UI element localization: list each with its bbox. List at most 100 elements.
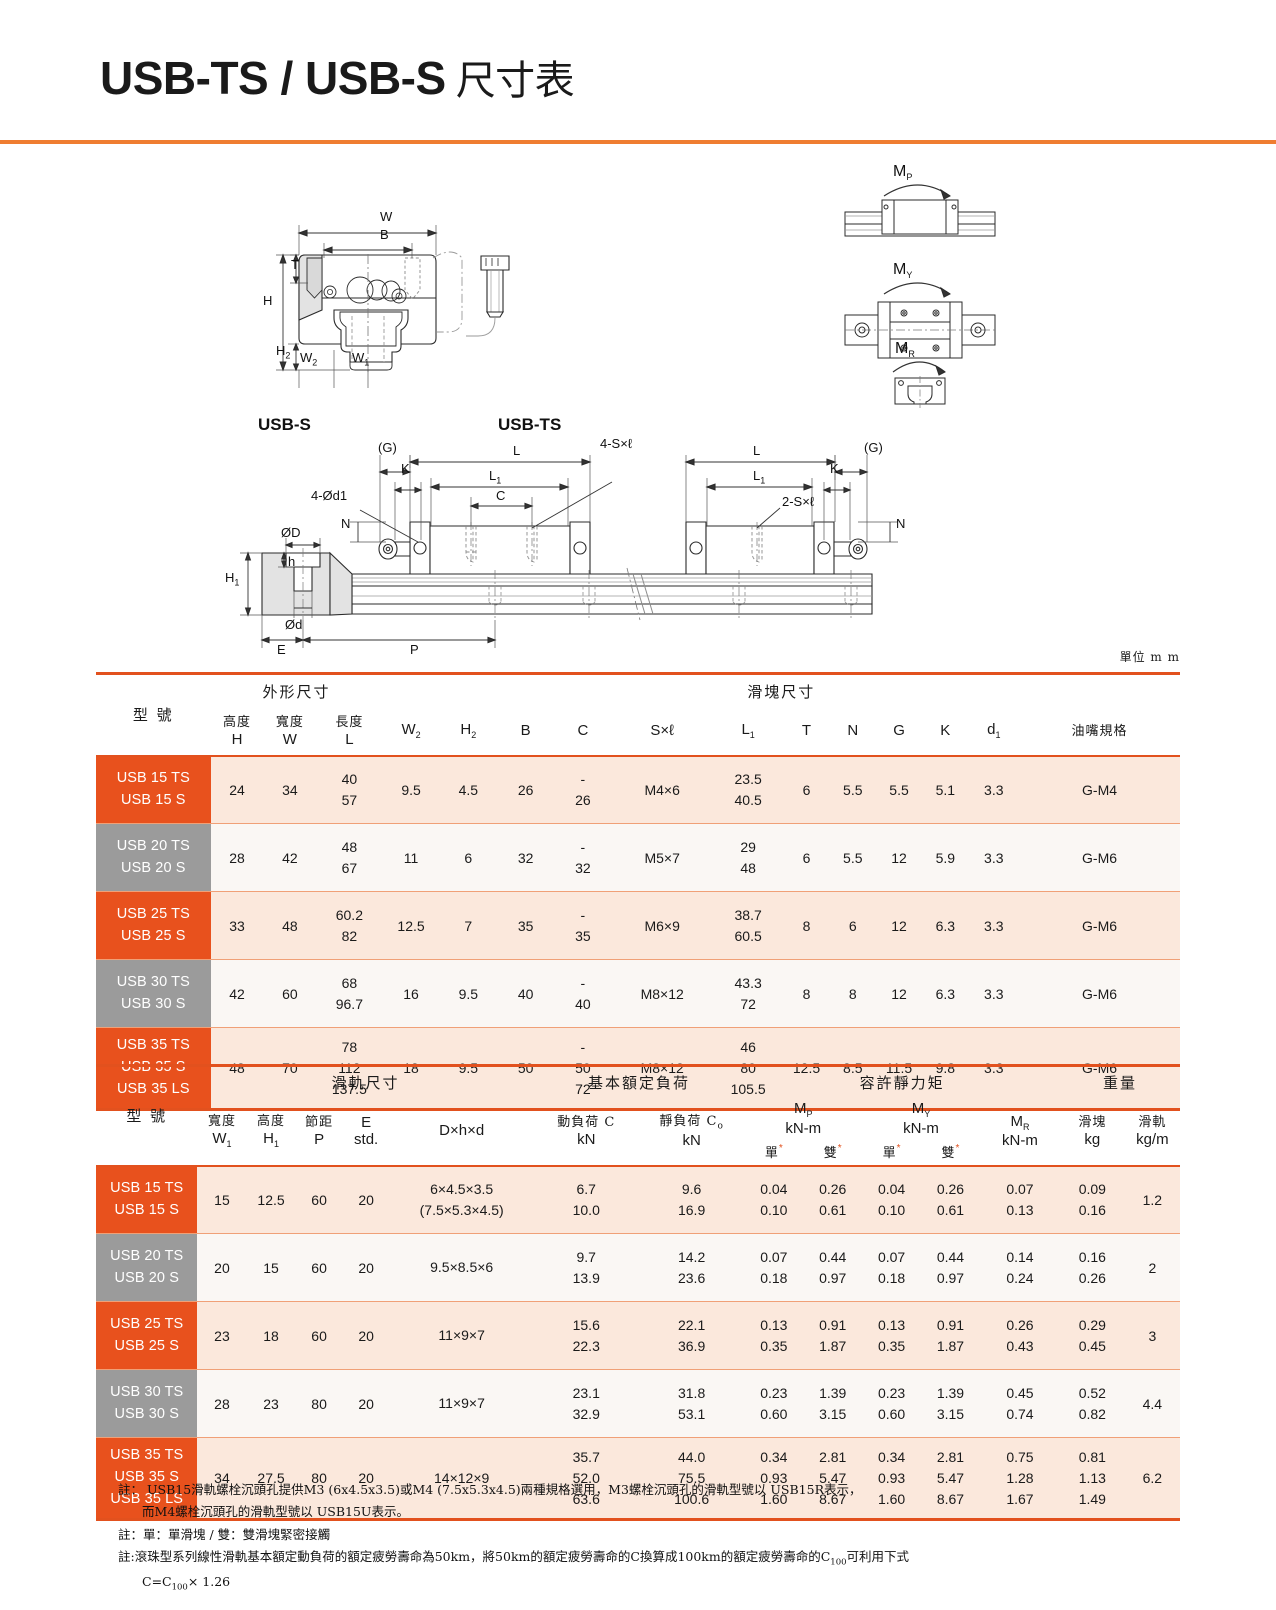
cell-N: 5.5 bbox=[829, 823, 876, 892]
t1-col-B: B bbox=[520, 722, 531, 740]
footnote-3-formula: C=C100× 1.26 bbox=[142, 1574, 231, 1593]
label-H1: H1 bbox=[225, 570, 240, 588]
model-name: USB 35 TS bbox=[110, 1447, 184, 1464]
cell-W2: 18 bbox=[382, 1027, 440, 1110]
cell-C: -35 bbox=[554, 891, 612, 960]
label-W1: W1 bbox=[352, 350, 370, 368]
model-name: USB 35 LS bbox=[110, 1490, 184, 1507]
model-name: USB 35 S bbox=[121, 1059, 186, 1076]
cell-Dhd: 9.5×8.5×6 bbox=[389, 1233, 534, 1302]
cell-W1: 28 bbox=[197, 1369, 247, 1438]
cell-W: 42 bbox=[263, 823, 317, 892]
footnotes: 註： USB15滑軌螺栓沉頭孔提供M3 (6x4.5x3.5)或M4 (7.5x… bbox=[118, 1480, 1198, 1597]
cell-rail-weight: 1.2 bbox=[1124, 1165, 1180, 1234]
cell-N: 5.5 bbox=[829, 755, 876, 824]
model-name: USB 35 S bbox=[114, 1469, 179, 1486]
cell-d1: 3.3 bbox=[968, 755, 1020, 824]
cell-B: 26 bbox=[496, 755, 555, 824]
model-name: USB 15 TS bbox=[110, 1180, 184, 1196]
t2-col-Dhd: D×h×d bbox=[439, 1122, 485, 1140]
cell-C: -32 bbox=[554, 823, 612, 892]
cell-d1: 3.3 bbox=[968, 1027, 1020, 1110]
label-B: B bbox=[380, 227, 389, 242]
cell-G: 11.5 bbox=[875, 1027, 923, 1110]
cell-H1: 15 bbox=[246, 1233, 296, 1302]
cell-B: 50 bbox=[496, 1027, 555, 1110]
cell-N: 6 bbox=[829, 891, 876, 960]
model-name: USB 25 S bbox=[121, 927, 186, 944]
cell-T: 8 bbox=[783, 891, 830, 960]
label-H: H bbox=[263, 293, 273, 308]
t1-col-油嘴規格: 油嘴規格 bbox=[1071, 724, 1128, 740]
model-name: USB 30 TS bbox=[116, 973, 190, 990]
cell-rail-weight: 4.4 bbox=[1124, 1369, 1180, 1438]
t2-group-weight: 重量 bbox=[1102, 1073, 1137, 1092]
t1-group-outer: 外形尺寸 bbox=[262, 682, 331, 701]
label-4-screws: 4-S×ℓ bbox=[600, 436, 633, 451]
cell-rail-weight: 3 bbox=[1124, 1301, 1180, 1370]
cell-N: 8.5 bbox=[829, 1027, 876, 1110]
label-L1-right: L1 bbox=[753, 468, 766, 486]
cell-Dhd: 11×9×7 bbox=[389, 1369, 534, 1438]
cell-H: 24 bbox=[210, 755, 264, 824]
cell-H1: 27.5 bbox=[246, 1437, 296, 1520]
t1-col-L: L1 bbox=[741, 721, 755, 741]
label-Od: Ød bbox=[285, 617, 303, 632]
cell-H: 28 bbox=[210, 823, 264, 892]
t2-sub-MP-double: 雙* bbox=[823, 1142, 842, 1161]
cell-Sxl: M8×12 bbox=[611, 959, 713, 1028]
model-name: USB 25 S bbox=[114, 1337, 179, 1354]
cell-T: 12.5 bbox=[783, 1027, 830, 1110]
label-P: P bbox=[410, 642, 419, 657]
cell-Sxl: M5×7 bbox=[611, 823, 713, 892]
drawing-svg bbox=[0, 150, 1276, 660]
label-MP: MP bbox=[893, 163, 913, 183]
t2-group-load: 基本額定負荷 bbox=[587, 1073, 690, 1092]
model-name: USB 35 LS bbox=[116, 1080, 190, 1097]
model-name: USB 15 S bbox=[121, 791, 186, 808]
label-L-right: L bbox=[753, 443, 761, 458]
model-name: USB 20 S bbox=[114, 1269, 179, 1286]
cell-P: 60 bbox=[295, 1233, 343, 1302]
label-K-left: K bbox=[401, 461, 410, 476]
t1-col-d: d1 bbox=[987, 721, 1001, 741]
label-h: h bbox=[288, 554, 296, 569]
t2-group-rail: 滑軌尺寸 bbox=[331, 1073, 400, 1092]
cell-H2: 7 bbox=[439, 891, 497, 960]
